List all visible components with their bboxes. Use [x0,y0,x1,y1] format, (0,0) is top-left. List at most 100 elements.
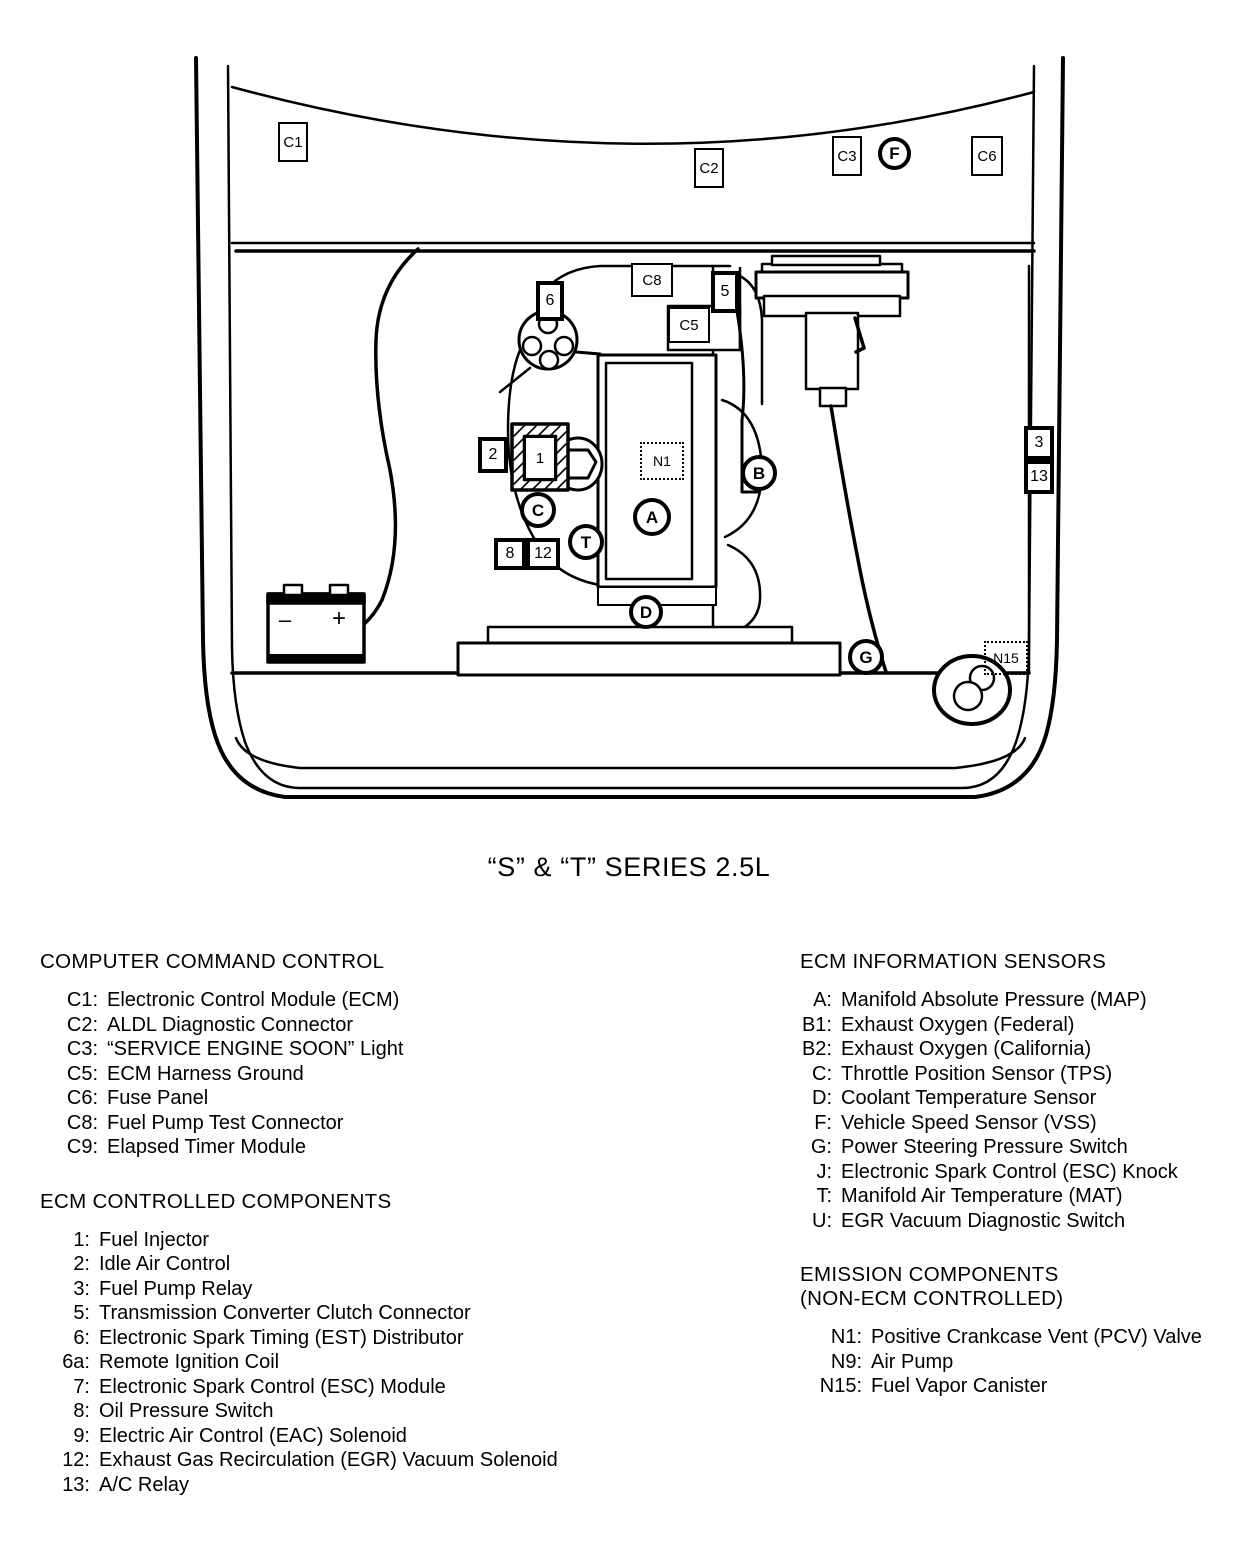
section-computer-command-control: COMPUTER COMMAND CONTROL C1: Electronic … [40,950,660,1160]
item-key: 9: [73,1424,90,1447]
callout-f[interactable]: F [878,137,911,170]
item-label: Electric Air Control (EAC) Solenoid [99,1424,407,1447]
item-key: C5: [66,1062,98,1085]
item-label: Manifold Air Temperature (MAT) [841,1185,1123,1207]
list-item: C3: “SERVICE ENGINE SOON” Light [46,1037,660,1062]
item-key: J: [816,1160,832,1183]
item-key: C9: [66,1136,98,1158]
item-label: Power Steering Pressure Switch [841,1136,1128,1158]
list-item: D: Coolant Temperature Sensor [800,1086,1250,1111]
callout-b[interactable]: B [741,455,777,491]
callout-2[interactable]: 2 [478,437,508,473]
oil-pan-lower [456,641,842,677]
item-label: Electronic Spark Timing (EST) Distributo… [99,1326,464,1349]
item-key: 5: [73,1302,90,1324]
callout-n1[interactable]: N1 [640,442,684,480]
item-label: Exhaust Gas Recirculation (EGR) Vacuum S… [99,1449,558,1471]
item-key: 7: [73,1375,90,1398]
distributor [498,309,602,394]
list-item: 7: Electronic Spark Control (ESC) Module [46,1375,660,1400]
item-label: ECM Harness Ground [107,1062,304,1085]
battery-negative-terminal-label: – [272,608,298,632]
callout-12[interactable]: 12 [526,538,560,570]
callout-c[interactable]: C [520,492,556,528]
item-label: Fuel Injector [99,1228,210,1251]
callout-n15[interactable]: N15 [984,641,1028,675]
callout-c1[interactable]: C1 [278,122,308,162]
list-item: C2: ALDL Diagnostic Connector [46,1013,660,1038]
item-key: N1: [830,1326,862,1348]
callout-8[interactable]: 8 [494,538,526,570]
list-computer-command-control: C1: Electronic Control Module (ECM) C2: … [46,988,660,1160]
callout-c8[interactable]: C8 [631,263,673,297]
callout-g[interactable]: G [848,639,884,675]
item-label: Remote Ignition Coil [99,1351,280,1373]
vehicle-inner-outline [226,64,1036,790]
item-key: 13: [62,1473,90,1496]
harness-wire-right [829,404,888,674]
list-item: J: Electronic Spark Control (ESC) Knock [800,1160,1250,1185]
legend-right-column: ECM INFORMATION SENSORS A: Manifold Abso… [800,950,1250,1429]
callout-6[interactable]: 6 [536,281,564,321]
item-label: Idle Air Control [99,1253,231,1275]
callout-c3[interactable]: C3 [832,136,862,176]
callout-5[interactable]: 5 [711,271,739,313]
list-item: A: Manifold Absolute Pressure (MAP) [800,988,1250,1013]
item-label: Electronic Spark Control (ESC) Knock [841,1160,1178,1183]
callout-1[interactable]: 1 [524,436,556,480]
list-item: 3: Fuel Pump Relay [46,1277,660,1302]
list-item: C9: Elapsed Timer Module [46,1135,660,1160]
callout-c2[interactable]: C2 [694,148,724,188]
list-item: F: Vehicle Speed Sensor (VSS) [800,1111,1250,1136]
item-key: F: [814,1111,832,1134]
list-item: 6: Electronic Spark Timing (EST) Distrib… [46,1326,660,1351]
item-key: D: [812,1087,832,1109]
section-title-ecm-controlled-components: ECM CONTROLLED COMPONENTS [40,1189,392,1213]
item-key: C: [812,1062,832,1085]
item-label: A/C Relay [99,1473,190,1496]
diagram-caption: “S” & “T” SERIES 2.5L [487,852,771,882]
list-ecm-information-sensors: A: Manifold Absolute Pressure (MAP) B1: … [800,988,1250,1233]
item-label: Fuse Panel [107,1087,209,1109]
item-key: A: [813,989,832,1011]
callout-c6[interactable]: C6 [971,136,1003,176]
section-title-computer-command-control: COMPUTER COMMAND CONTROL [40,950,385,973]
valve-cover-inner [604,361,694,581]
list-item: 9: Electric Air Control (EAC) Solenoid [46,1424,660,1449]
item-key: U: [812,1209,832,1232]
callout-d[interactable]: D [629,595,663,629]
list-item: C5: ECM Harness Ground [46,1062,660,1087]
section-ecm-information-sensors: ECM INFORMATION SENSORS A: Manifold Abso… [800,950,1250,1233]
item-label: EGR Vacuum Diagnostic Switch [841,1209,1126,1232]
item-label: Air Pump [871,1350,954,1373]
item-label: Exhaust Oxygen (Federal) [841,1013,1075,1036]
item-key: 8: [73,1400,90,1422]
callout-t[interactable]: T [568,524,604,560]
list-item: T: Manifold Air Temperature (MAT) [800,1184,1250,1209]
item-label: Fuel Pump Relay [99,1277,253,1300]
callout-c5[interactable]: C5 [668,307,710,343]
item-key: B2: [801,1038,832,1060]
callout-13[interactable]: 13 [1024,460,1054,494]
section-ecm-controlled-components: ECM CONTROLLED COMPONENTS 1: Fuel Inject… [40,1190,660,1498]
item-key: 12: [62,1449,90,1471]
list-item: C8: Fuel Pump Test Connector [46,1111,660,1136]
item-label: Fuel Vapor Canister [871,1375,1048,1397]
section-title-ecm-information-sensors: ECM INFORMATION SENSORS [800,950,1107,973]
callout-a[interactable]: A [633,498,671,536]
list-item: B1: Exhaust Oxygen (Federal) [800,1013,1250,1038]
list-item: 2: Idle Air Control [46,1252,660,1277]
item-label: Transmission Converter Clutch Connector [99,1302,471,1324]
item-key: N15: [819,1375,862,1397]
item-key: 6: [73,1326,90,1349]
item-key: 2: [73,1253,90,1275]
item-label: Oil Pressure Switch [99,1400,274,1422]
callout-3[interactable]: 3 [1024,426,1054,460]
list-item: C6: Fuse Panel [46,1086,660,1111]
list-item: 5: Transmission Converter Clutch Connect… [46,1301,660,1326]
item-key: T: [816,1185,832,1207]
list-item: B2: Exhaust Oxygen (California) [800,1037,1250,1062]
item-label: Coolant Temperature Sensor [841,1087,1097,1109]
list-item: C1: Electronic Control Module (ECM) [46,988,660,1013]
